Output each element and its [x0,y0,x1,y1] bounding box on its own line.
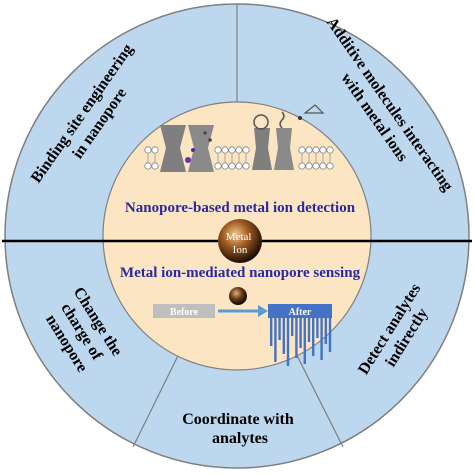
nanopore-right [252,128,272,170]
metal-ion-sphere [218,219,262,263]
after-bar [268,304,332,318]
current-trace-spikes [270,318,332,366]
metal-ion-label: Metal Ion [226,231,254,256]
membrane-illustration [144,104,334,172]
before-label: Before [170,307,199,318]
sector-bottom-label: Coordinate with analytes [182,411,298,447]
small-ion [229,287,247,305]
lower-title: Metal ion-mediated nanopore sensing [120,265,361,281]
after-label: After [289,307,312,318]
upper-title: Nanopore-based metal ion detection [125,200,356,216]
nanopore-left [160,125,186,172]
before-bar [153,304,215,318]
